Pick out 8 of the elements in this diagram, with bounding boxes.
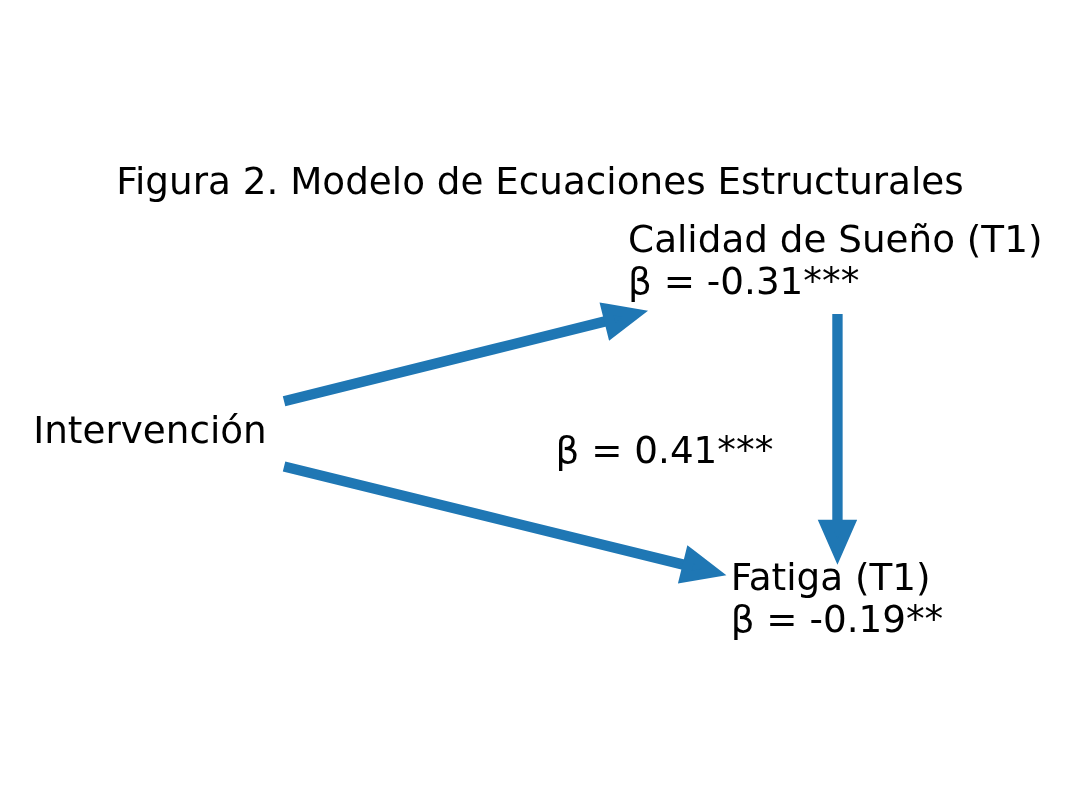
- node-text: Fatiga (T1) β = -0.19**: [730, 555, 944, 641]
- edge-label: β = 0.41***: [555, 427, 774, 472]
- arrow: [282, 302, 649, 407]
- diagram-title: Figura 2. Modelo de Ecuaciones Estructurales: [116, 159, 964, 204]
- arrow: [817, 314, 858, 565]
- arrow: [282, 461, 727, 584]
- node-text: Calidad de Sueño (T1) β = -0.31***: [628, 217, 1043, 303]
- node-text: Intervención: [33, 408, 267, 453]
